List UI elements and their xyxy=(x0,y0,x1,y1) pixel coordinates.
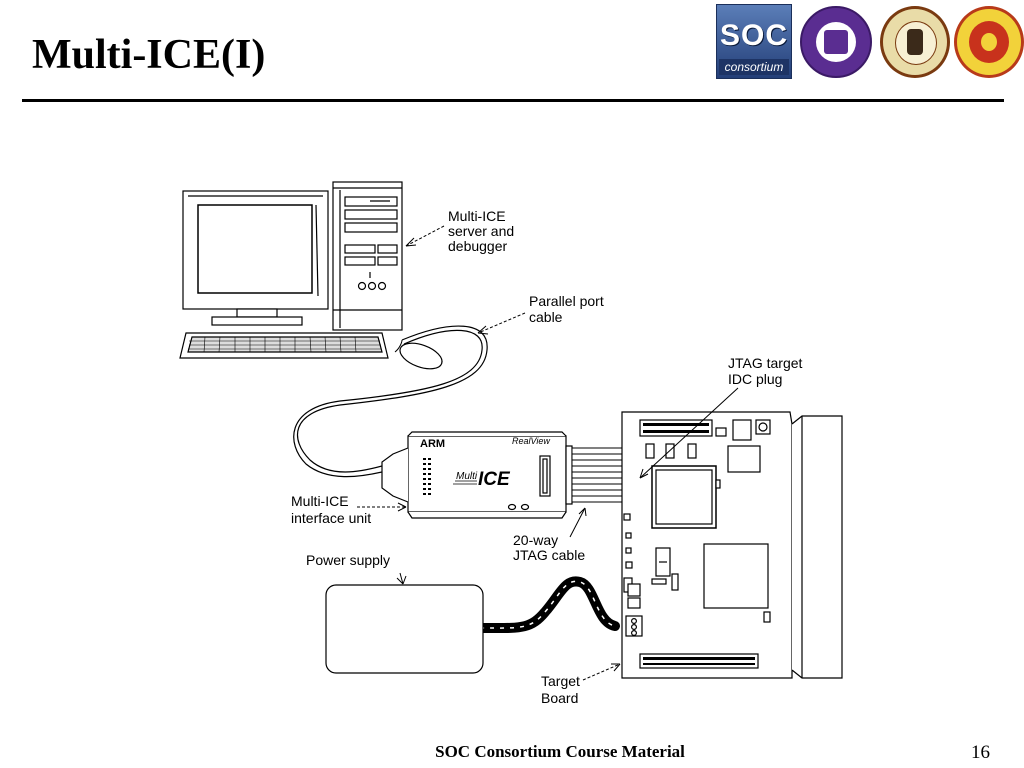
device-logo-underline xyxy=(453,480,477,485)
label-parallel-cable-line1: Parallel port xyxy=(529,293,604,309)
mouse xyxy=(399,342,443,370)
monitor xyxy=(182,190,329,326)
host-computer xyxy=(179,181,443,370)
target-board xyxy=(621,411,843,679)
slide-title: Multi-ICE(I) xyxy=(32,32,266,78)
label-target-board-line1: Target xyxy=(541,673,580,689)
label-parallel-cable-line2: cable xyxy=(529,309,563,325)
multi-ice-interface-unit xyxy=(381,431,573,519)
label-interface-unit-line1: Multi-ICE xyxy=(291,493,349,509)
university-seal-red xyxy=(954,6,1024,78)
soc-logo-text: SOC xyxy=(719,19,788,52)
title-divider xyxy=(22,99,1004,102)
device-productline-text: RealView xyxy=(512,436,550,446)
computer-tower xyxy=(332,181,403,331)
label-jtag-plug-line1: JTAG target xyxy=(728,355,803,371)
university-seal-purple xyxy=(800,6,872,78)
soc-consortium-logo: SOC consortium xyxy=(716,4,792,79)
label-jtag-plug-line2: IDC plug xyxy=(728,371,782,387)
diagram-labels: Multi-ICE server and debugger Parallel p… xyxy=(291,208,803,706)
university-seal-ntu xyxy=(880,6,950,78)
footer-course-material: SOC Consortium Course Material xyxy=(435,742,685,761)
label-server-line1: Multi-ICE xyxy=(448,208,506,224)
power-cable xyxy=(475,576,620,634)
label-interface-unit-line2: interface unit xyxy=(291,510,371,526)
parallel-port-cable xyxy=(293,325,488,478)
label-server-line2: server and xyxy=(448,223,514,239)
keyboard xyxy=(179,332,389,359)
label-jtag-cable-line1: 20-way xyxy=(513,532,558,548)
header-logos: SOC consortium xyxy=(716,4,1024,80)
label-jtag-cable-line2: JTAG cable xyxy=(513,547,585,563)
label-power-supply: Power supply xyxy=(306,552,390,568)
label-target-board-line2: Board xyxy=(541,690,578,706)
device-product-prefix: Multi xyxy=(456,471,478,482)
device-product-suffix: ICE xyxy=(478,469,511,490)
device-brand-text: ARM xyxy=(420,438,445,450)
soc-logo-subtext: consortium xyxy=(719,59,789,75)
page-number: 16 xyxy=(971,742,990,763)
leader-lines xyxy=(357,225,739,681)
power-supply xyxy=(325,584,484,674)
label-server-line3: debugger xyxy=(448,238,508,254)
